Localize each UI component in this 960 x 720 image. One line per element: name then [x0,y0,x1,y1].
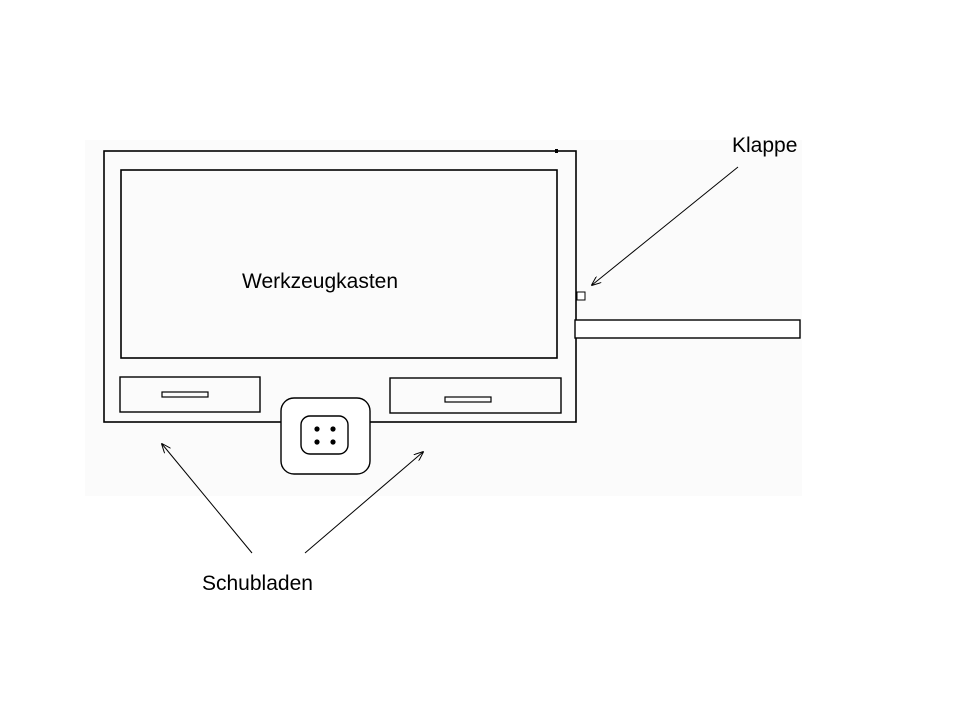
socket-face [300,415,349,455]
drawer-arrow-left [162,444,253,554]
flap-arrow [592,166,739,285]
drawer-arrow-right [304,452,423,554]
flap-label: Klappe [732,134,797,157]
socket-housing [280,397,371,475]
drawer-left [119,376,261,413]
toolbox-label: Werkzeugkasten [242,270,398,293]
drawer-right-handle [444,396,492,403]
flap-hinge [576,291,586,301]
flap-bar [574,319,801,339]
top-marker [555,149,558,153]
socket-hole [314,439,320,445]
drawing-panel [85,140,802,496]
drawers-label: Schubladen [202,572,313,595]
socket-hole [314,426,320,432]
toolbox-compartment [120,169,558,359]
drawer-right [389,377,562,414]
drawer-left-handle [161,391,209,398]
socket-hole [330,426,336,432]
socket-hole [330,439,336,445]
